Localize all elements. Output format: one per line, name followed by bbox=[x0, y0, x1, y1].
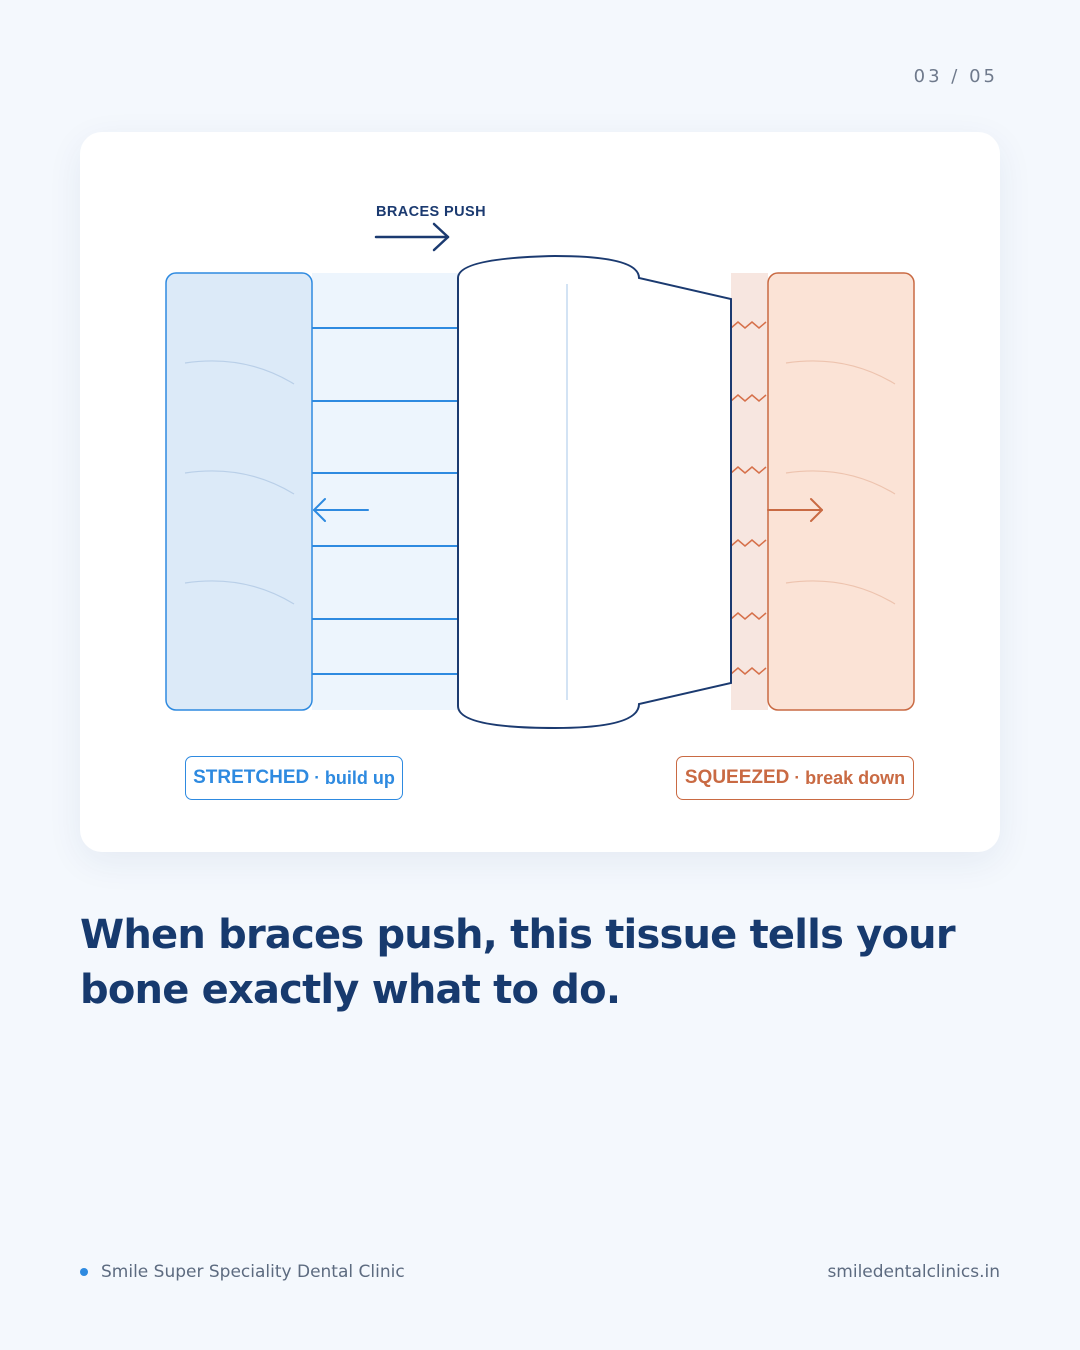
squeezed-label-sub: break down bbox=[805, 767, 906, 788]
left-bone-texture bbox=[184, 360, 295, 605]
right-arrow-icon bbox=[374, 222, 450, 252]
compressed-fiber bbox=[730, 321, 767, 329]
page-counter: 03 / 05 bbox=[913, 66, 998, 87]
left-bone-block bbox=[165, 272, 313, 711]
squeezed-label-main: SQUEEZED bbox=[684, 767, 790, 788]
diagram-card: BRACES PUSH STRETCHED · build up SQUEEZE… bbox=[80, 132, 1000, 852]
stretched-label-separator: · bbox=[314, 768, 320, 787]
squeezed-label-separator: · bbox=[794, 768, 801, 787]
stretched-label-sub: build up bbox=[324, 767, 395, 788]
compressed-ligament-space bbox=[731, 273, 768, 710]
footer-clinic: Smile Super Speciality Dental Clinic bbox=[80, 1262, 405, 1282]
push-label: BRACES PUSH bbox=[376, 204, 486, 220]
tooth-shape bbox=[457, 254, 732, 730]
tooth-movement-diagram: BRACES PUSH bbox=[165, 204, 915, 730]
stretched-fibers bbox=[312, 327, 458, 675]
website-link[interactable]: smiledentalclinics.in bbox=[827, 1262, 1000, 1282]
compressed-fiber bbox=[730, 394, 767, 402]
left-arrow-icon bbox=[313, 498, 369, 522]
right-bone-block bbox=[767, 272, 915, 711]
compressed-fiber bbox=[730, 539, 767, 547]
right-bone-texture bbox=[785, 360, 896, 605]
stretched-label: STRETCHED · build up bbox=[185, 756, 403, 800]
stretched-label-main: STRETCHED bbox=[193, 767, 310, 788]
footer: Smile Super Speciality Dental Clinic smi… bbox=[80, 1258, 1000, 1286]
headline: When braces push, this tissue tells your… bbox=[80, 912, 956, 1013]
clinic-name: Smile Super Speciality Dental Clinic bbox=[101, 1262, 405, 1282]
compressed-fibers bbox=[730, 321, 767, 675]
compressed-fiber bbox=[730, 612, 767, 620]
squeezed-label: SQUEEZED · break down bbox=[676, 756, 914, 800]
right-arrow-icon bbox=[767, 498, 823, 522]
stretched-ligament-space bbox=[312, 273, 458, 710]
bullet-dot-icon bbox=[80, 1268, 88, 1276]
compressed-fiber bbox=[730, 667, 767, 675]
compressed-fiber bbox=[730, 466, 767, 474]
